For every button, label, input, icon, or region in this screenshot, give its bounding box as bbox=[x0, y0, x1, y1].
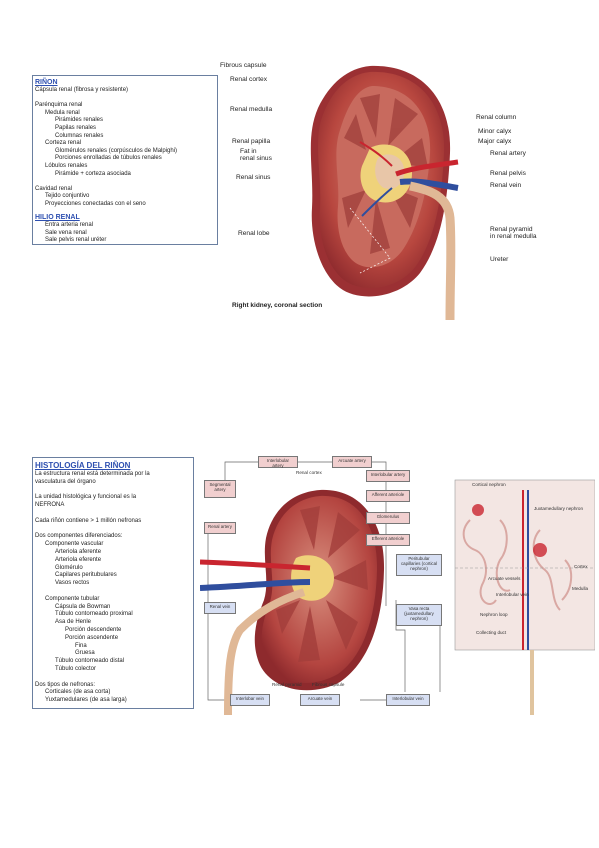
collecting-duct-label: Collecting duct bbox=[476, 630, 507, 635]
notes-line: Pirámide + corteza asociada bbox=[55, 170, 131, 177]
arcuate-artery-box: Arcuate artery bbox=[332, 456, 372, 468]
renal-vein-box: Renal vein bbox=[204, 602, 236, 614]
histology-line: Porción ascendente bbox=[65, 634, 119, 641]
histology-line: Dos componentes diferenciados: bbox=[35, 533, 123, 540]
fig1-left-label: Fat in renal sinus bbox=[240, 148, 272, 163]
histology-line: Túbulo colector bbox=[55, 666, 97, 672]
notes-line: Pirámides renales bbox=[55, 117, 104, 124]
cortical-nephron-label: Cortical nephron bbox=[472, 482, 506, 487]
fig1-right-label: Renal artery bbox=[490, 150, 526, 157]
notes-line: Papilas renales bbox=[55, 125, 97, 131]
histology-line: Vasos rectos bbox=[55, 580, 90, 587]
histology-line: Dos tipos de nefronas: bbox=[35, 681, 96, 688]
fig1-left-label: Renal medulla bbox=[230, 106, 273, 113]
fig1-right-label: Renal vein bbox=[490, 182, 522, 189]
notes-title: RIÑON bbox=[35, 79, 58, 86]
renal-artery-box: Renal artery bbox=[204, 522, 236, 534]
fig1-left-label: Renal sinus bbox=[236, 174, 271, 181]
notes-line: Cápsula renal (fibrosa y resistente) bbox=[35, 87, 129, 93]
glomerulus-box: Glomerulus bbox=[366, 512, 410, 524]
interlobular-vein-label: Interlobular vein bbox=[496, 592, 529, 597]
histology-line: Túbulo contorneado distal bbox=[55, 658, 125, 665]
histology-line: Yuxtamedulares (de asa larga) bbox=[45, 697, 127, 704]
notes-line: Proyecciones conectadas con el seno bbox=[45, 201, 146, 207]
juxtamedullary-nephron-label: Juxtamedullary nephron bbox=[534, 506, 584, 511]
fig1-right-label: Renal column bbox=[476, 114, 517, 121]
vasa-recta-box: Vasa recta (juxtamedullary nephron) bbox=[396, 604, 442, 626]
fig1-right-label: Minor calyx bbox=[478, 128, 512, 135]
kidney-anatomy-notes: RIÑON Cápsula renal (fibrosa y resistent… bbox=[32, 75, 218, 245]
circulation-svg bbox=[200, 461, 595, 715]
histology-line: Corticales (de asa corta) bbox=[45, 689, 111, 696]
histology-line: Asa de Henle bbox=[55, 619, 92, 626]
notes-line: Corteza renal bbox=[45, 140, 82, 147]
histology-line: Cápsula de Bowman bbox=[55, 603, 111, 610]
fibrous-capsule-label: Fibrous capsule bbox=[312, 682, 345, 687]
fig1-right-label: Ureter bbox=[490, 256, 509, 263]
histology-line: Fina bbox=[75, 642, 87, 649]
histology-line: La estructura renal está determinada por… bbox=[35, 471, 150, 477]
segmental-artery-box: Segmental artery bbox=[204, 480, 236, 498]
histology-line: Arteriola eferente bbox=[55, 556, 102, 563]
interlobular-artery-box: Interlobular artery bbox=[366, 470, 410, 482]
notes-line: Parénquima renal bbox=[35, 102, 83, 109]
histology-line: Arteriola aferente bbox=[55, 549, 102, 555]
efferent-arteriole-box: Efferent arteriole bbox=[366, 534, 410, 546]
renal-cortex-label: Renal cortex bbox=[296, 470, 322, 475]
renal-circulation-diagram: Interlobular artery Arcuate artery Segme… bbox=[200, 450, 595, 715]
notes-line: Columnas renales bbox=[55, 132, 104, 139]
notes-line: Tejido conjuntivo bbox=[45, 193, 90, 200]
histology-line: Componente vascular bbox=[45, 541, 104, 548]
fig1-caption: Right kidney, coronal section bbox=[232, 302, 323, 309]
cortex-label: Cortex bbox=[574, 564, 588, 569]
fig1-right-label: Renal pelvis bbox=[490, 170, 526, 177]
renal-pyramid-label: Renal pyramid bbox=[272, 682, 302, 687]
interlobular-artery-box-top: Interlobular artery bbox=[258, 456, 298, 468]
histology-line: vasculatura del órgano bbox=[35, 478, 96, 485]
hilio-title: HILIO RENAL bbox=[35, 214, 80, 221]
hilio-line: Sale vena renal bbox=[45, 229, 87, 236]
histology-title: HISTOLOGÍA DEL RIÑON bbox=[35, 461, 131, 470]
notes-line: Medula renal bbox=[45, 109, 80, 116]
histology-line: Componente tubular bbox=[45, 595, 100, 602]
afferent-arteriole-box: Afferent arteriole bbox=[366, 490, 410, 502]
histology-line: Porción descendente bbox=[65, 627, 122, 633]
histology-line: Capilares peritubulares bbox=[55, 572, 117, 579]
hilio-line: Entra arteria renal bbox=[45, 222, 94, 228]
arcuate-vein-box: Arcuate vein bbox=[300, 694, 340, 706]
notes-line: Lóbulos renales bbox=[45, 163, 88, 169]
fig1-right-label: Major calyx bbox=[478, 138, 512, 145]
histology-line: Glomérulo bbox=[55, 564, 83, 571]
fig1-left-label: Renal papilla bbox=[232, 138, 271, 145]
fig1-left-label: Fibrous capsule bbox=[220, 62, 267, 69]
notes-line: Glomérulos renales (corpúsculos de Malpi… bbox=[55, 147, 178, 154]
hilio-line: Sale pelvis renal uréter bbox=[45, 237, 107, 244]
fig1-left-label: Renal cortex bbox=[230, 76, 268, 83]
histology-line: La unidad histológica y funcional es la bbox=[35, 494, 137, 501]
histology-line: Cada riñón contiene > 1 millón nefronas bbox=[35, 517, 142, 524]
histology-notes: HISTOLOGÍA DEL RIÑON La estructura renal… bbox=[32, 457, 194, 709]
interlobar-vein-box: Interlobar vein bbox=[230, 694, 270, 706]
notes-line: Porciones enrolladas de túbulos renales bbox=[55, 155, 162, 162]
notes-line: Cavidad renal bbox=[35, 185, 73, 192]
fig1-right-label: Renal pyramid in renal medulla bbox=[490, 226, 537, 241]
nephron-loop-label: Nephron loop bbox=[480, 612, 508, 617]
histology-line: NEFRONA bbox=[35, 502, 65, 509]
histology-line: Gruesa bbox=[75, 650, 95, 657]
interlobular-vein-box: Interlobular vein bbox=[386, 694, 430, 706]
arcuate-vessels-label: Arcuate vessels bbox=[488, 576, 521, 581]
kidney-coronal-illustration bbox=[310, 65, 459, 320]
medulla-label: Medulla bbox=[572, 586, 589, 591]
histology-line: Túbulo contorneado proximal bbox=[55, 611, 133, 618]
peritubular-capillaries-box: Peritubular capillaries (cortical nephro… bbox=[396, 554, 442, 576]
fig1-left-label: Renal lobe bbox=[238, 230, 270, 237]
